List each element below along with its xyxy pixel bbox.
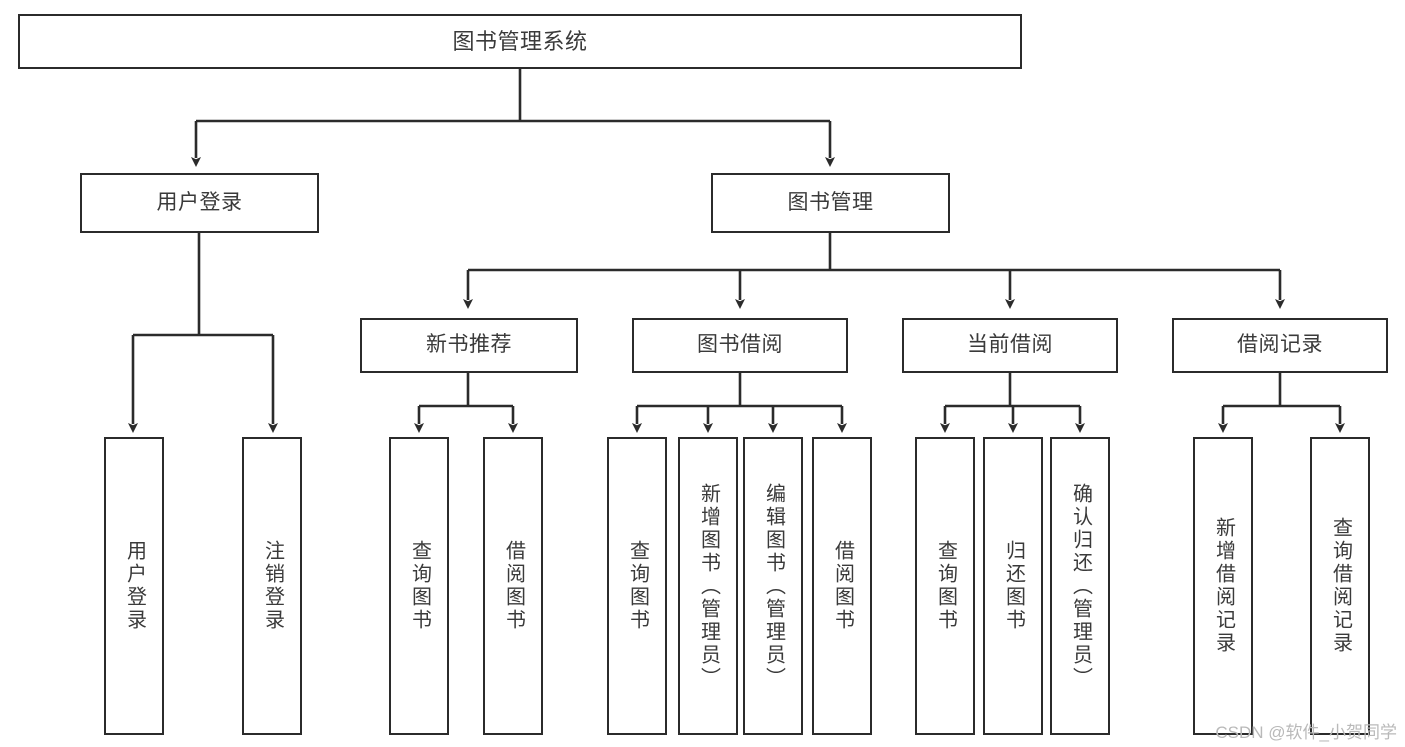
node-current-borrow[interactable]: 当前借阅 — [902, 318, 1118, 373]
node-borrow-record-label: 借阅记录 — [1237, 333, 1323, 357]
node-borrow-record[interactable]: 借阅记录 — [1172, 318, 1388, 373]
node-new-book-recommend[interactable]: 新书推荐 — [360, 318, 578, 373]
node-leaf-newbook-query-label: 查询图书 — [408, 540, 431, 632]
node-leaf-current-query-label: 查询图书 — [934, 540, 957, 632]
node-book-borrow-label: 图书借阅 — [697, 333, 783, 357]
node-root-label: 图书管理系统 — [452, 28, 588, 54]
node-leaf-newbook-borrow-label: 借阅图书 — [502, 540, 525, 632]
node-leaf-user-logout[interactable]: 注销登录 — [242, 437, 302, 735]
node-leaf-current-query[interactable]: 查询图书 — [915, 437, 975, 735]
node-leaf-borrow-edit-label: 编辑图书（管理员） — [762, 482, 785, 690]
node-user-login[interactable]: 用户登录 — [80, 173, 319, 233]
node-leaf-record-query-label: 查询借阅记录 — [1329, 517, 1352, 655]
node-leaf-record-query[interactable]: 查询借阅记录 — [1310, 437, 1370, 735]
node-leaf-borrow-book[interactable]: 借阅图书 — [812, 437, 872, 735]
node-leaf-newbook-borrow[interactable]: 借阅图书 — [483, 437, 543, 735]
node-leaf-borrow-book-label: 借阅图书 — [831, 540, 854, 632]
node-leaf-current-confirm-return[interactable]: 确认归还（管理员） — [1050, 437, 1110, 735]
csdn-watermark: CSDN @软件_小贺同学 — [1215, 723, 1397, 742]
node-leaf-user-login-label: 用户登录 — [123, 540, 146, 632]
node-root[interactable]: 图书管理系统 — [18, 14, 1022, 69]
node-leaf-current-return-label: 归还图书 — [1002, 540, 1025, 632]
node-leaf-newbook-query[interactable]: 查询图书 — [389, 437, 449, 735]
node-new-book-recommend-label: 新书推荐 — [426, 333, 512, 357]
node-leaf-record-add-label: 新增借阅记录 — [1212, 517, 1235, 655]
node-leaf-user-login[interactable]: 用户登录 — [104, 437, 164, 735]
node-user-login-label: 用户登录 — [156, 190, 243, 214]
node-leaf-borrow-query-label: 查询图书 — [626, 540, 649, 632]
node-leaf-record-add[interactable]: 新增借阅记录 — [1193, 437, 1253, 735]
node-book-borrow[interactable]: 图书借阅 — [632, 318, 848, 373]
node-leaf-user-logout-label: 注销登录 — [261, 540, 284, 632]
node-book-management-label: 图书管理 — [787, 190, 874, 214]
node-leaf-borrow-add-label: 新增图书（管理员） — [697, 482, 720, 690]
node-leaf-current-return[interactable]: 归还图书 — [983, 437, 1043, 735]
node-leaf-borrow-query[interactable]: 查询图书 — [607, 437, 667, 735]
node-book-management[interactable]: 图书管理 — [711, 173, 950, 233]
node-leaf-borrow-add[interactable]: 新增图书（管理员） — [678, 437, 738, 735]
node-current-borrow-label: 当前借阅 — [967, 333, 1053, 357]
node-leaf-borrow-edit[interactable]: 编辑图书（管理员） — [743, 437, 803, 735]
node-leaf-current-confirm-return-label: 确认归还（管理员） — [1069, 482, 1092, 690]
